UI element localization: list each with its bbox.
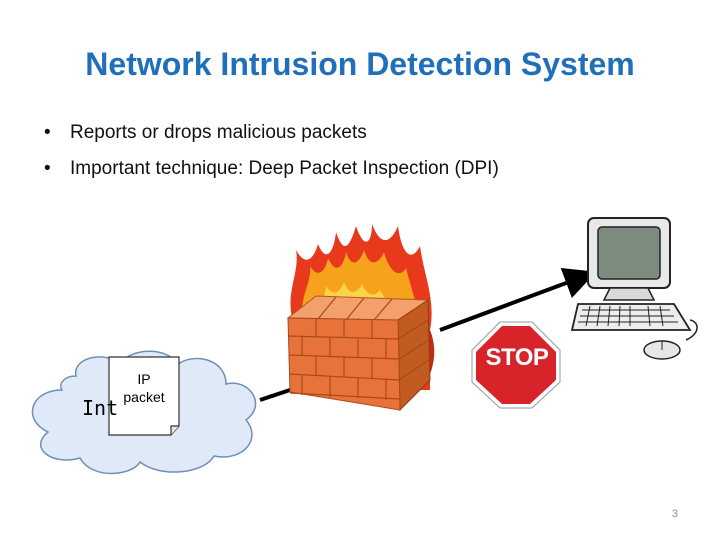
cloud-label: Int [82,396,119,420]
bullet-item: • Reports or drops malicious packets [44,122,499,158]
packet-label-line1: IP [137,371,151,387]
packet-label: IP packet [112,370,176,406]
stop-sign-text: STOP [485,344,549,371]
page-number: 3 [671,508,678,520]
bullet-text: Reports or drops malicious packets [70,122,367,143]
arrow-icon [439,267,597,332]
bullet-text: Important technique: Deep Packet Inspect… [70,158,499,179]
document-icon [108,356,180,436]
slide-title: Network Intrusion Detection System [85,46,635,82]
stop-sign-icon [471,321,561,409]
computer-icon [570,217,698,360]
firewall-icon [286,295,431,412]
bullet-dot-icon: • [44,122,51,143]
bullet-item: • Important technique: Deep Packet Inspe… [44,158,499,194]
bullet-list: • Reports or drops malicious packets • I… [44,122,499,194]
packet-label-line2: packet [123,389,165,405]
bullet-dot-icon: • [44,158,51,179]
